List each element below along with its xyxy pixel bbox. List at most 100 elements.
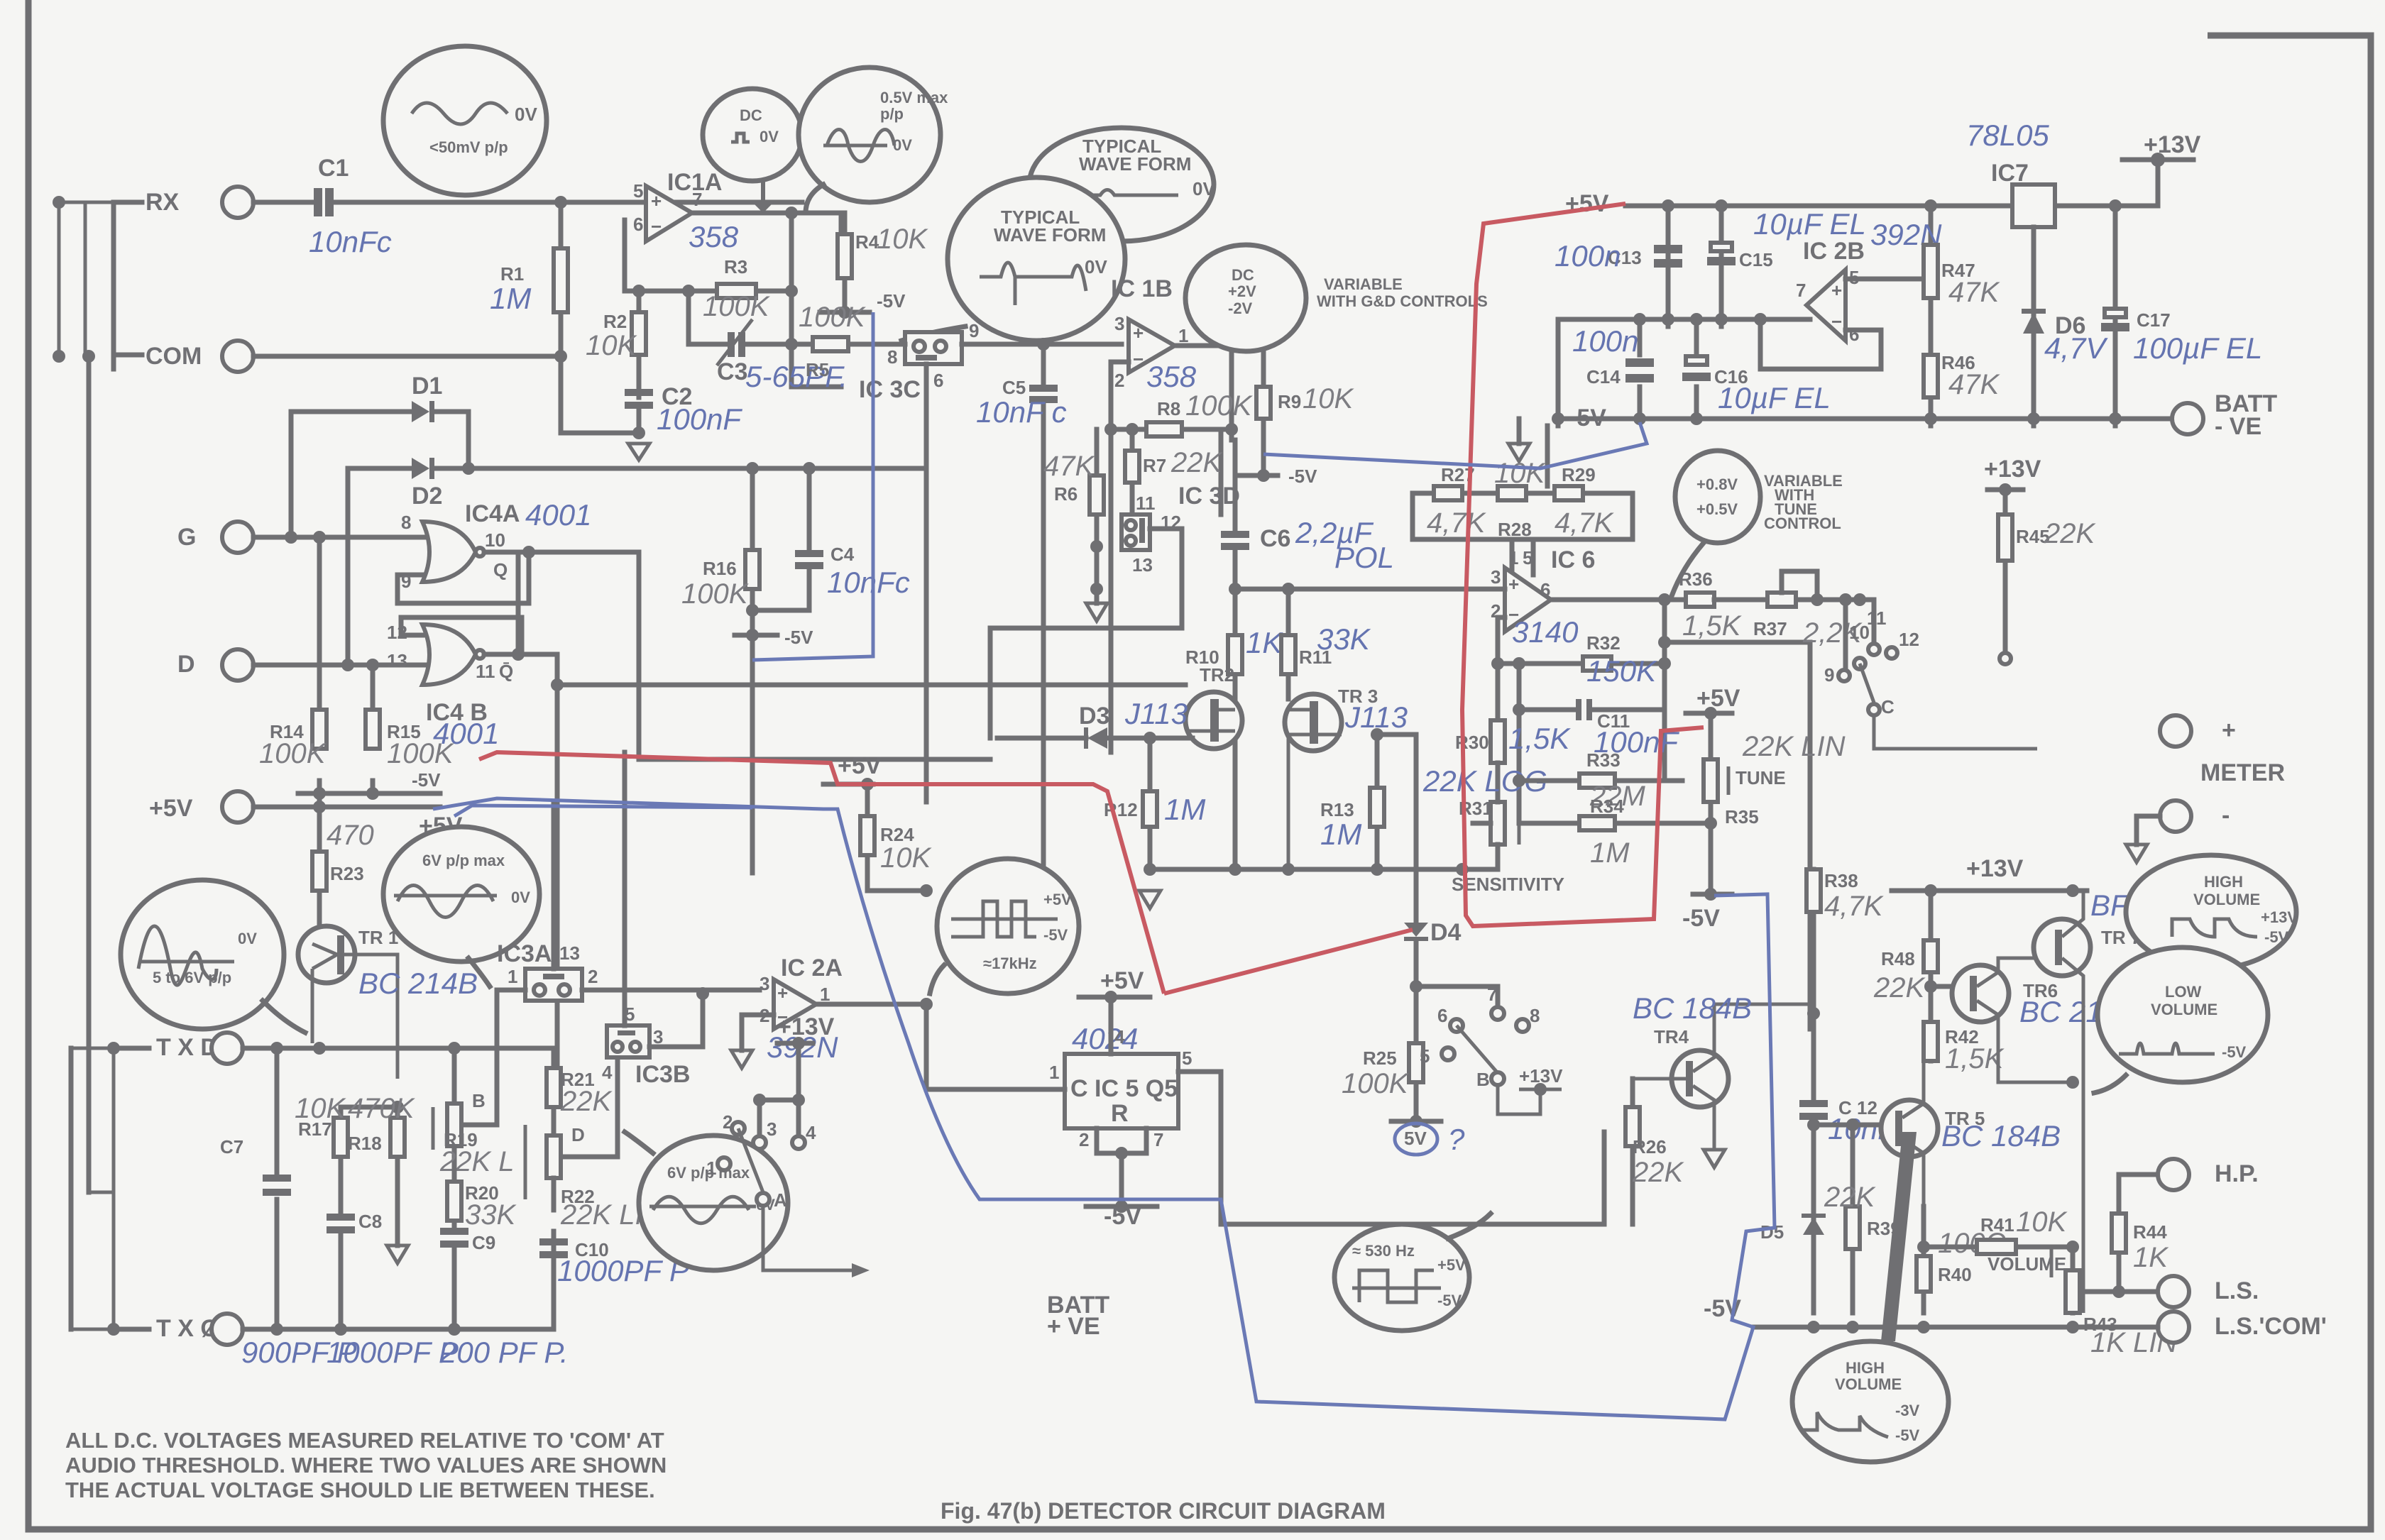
diode-d3-body [1084, 727, 1088, 749]
transistor-tr7-wire [2061, 891, 2085, 1313]
bubble-dc-2-label: VARIABLE [1324, 275, 1403, 293]
rx-coil-assembly [53, 196, 145, 1195]
terminal-batt-pos[interactable]: BATT + VE [1047, 1292, 1109, 1340]
bubble-17khz-wire [951, 899, 1058, 939]
switch-a-wire [736, 1128, 852, 1272]
waveform-bubble-rx-wire [410, 101, 509, 126]
terminal-meter-minus[interactable]: - [2122, 798, 2230, 866]
resistor-r17-wire [338, 1104, 400, 1209]
circuit-diagram-node [1633, 412, 1646, 425]
terminal-rx[interactable]: RX [146, 185, 256, 220]
terminal-d[interactable]: D [177, 647, 256, 683]
resistor-r1-body [552, 246, 570, 314]
bubble-tr1-label: 5 to 6V p/p [153, 969, 231, 986]
opamp-ic1a-label: 358 [689, 220, 739, 253]
resistor-r25-body [1407, 1041, 1425, 1084]
capacitor-c8-label: C8 [358, 1211, 382, 1232]
resistor-r12-body [1141, 789, 1159, 829]
resistor-r11-label: 33K [1317, 622, 1371, 656]
capacitor-c11-body [1586, 699, 1592, 720]
resistor-r23: R23 470 [310, 804, 374, 940]
switch-c-label: 11 [1867, 607, 1887, 629]
opamp-ic2a-node [920, 998, 933, 1011]
potentiometer-r43-volume-label: VOLUME [1988, 1253, 2066, 1275]
capacitor-c7-label: C7 [220, 1136, 243, 1157]
switch-a[interactable]: +13V 3 4 2 1 A [706, 1013, 870, 1277]
terminal-tx0[interactable]: T X Ø [156, 1311, 245, 1347]
capacitor-c4-body [795, 550, 823, 557]
terminal-g[interactable]: G [177, 519, 256, 555]
circuit-diagram-node [313, 531, 326, 544]
resistor-r36-label: R36 [1679, 568, 1713, 590]
capacitor-c2-node [632, 427, 645, 439]
capacitor-c8-body [327, 1214, 355, 1221]
bubble-tr1-wire [136, 924, 234, 987]
opamp-ic1b-label: 2 [1114, 370, 1124, 391]
resistor-r24: R24 10K [858, 781, 933, 897]
terminal-batt-neg[interactable]: BATT - VE [2170, 390, 2277, 440]
transistor-tr4-label: BC 184B [1633, 991, 1752, 1025]
resistor-r23-label: 470 [327, 820, 374, 851]
terminal-tx0-label: T X Ø [156, 1315, 219, 1342]
bubble-05v-label: 0V [893, 136, 912, 154]
bubble-dc-2: DC +2V -2V VARIABLE WITH G&D CONTROLS [1183, 242, 1488, 354]
terminal-batt-neg-label: BATT [2215, 390, 2277, 417]
resistor-r4-label: R4 [855, 231, 879, 253]
resistor-r16-body [743, 548, 762, 591]
resistor-r4-body [835, 232, 854, 280]
capacitor-c1: C1 10nFc [309, 155, 392, 258]
counter-ic5-node [1104, 991, 1117, 1003]
opamp-ic6-label: − [1508, 604, 1519, 625]
capacitor-c15-body [1707, 257, 1736, 265]
switch-a-node [753, 1094, 766, 1106]
capacitor-c6-label: 2,2µF [1295, 516, 1374, 549]
nor-gate-ic4b-wire [419, 622, 478, 688]
potentiometer-r35-tune[interactable]: +5V TUNE R35 22K LIN -5V [1682, 685, 1846, 932]
capacitor-c2-label: 100nF [657, 402, 742, 436]
bubble-6v-2-wire [636, 1133, 791, 1273]
resistor-r40-body [1914, 1254, 1933, 1294]
resistor-r39-label: 22K [1824, 1182, 1876, 1213]
analog-switch-ic3c-label: 6 [933, 370, 943, 391]
bubble-6v-2: 6V p/p max 0V [621, 1128, 791, 1273]
transistor-tr5: TR 5 BC 184B [1878, 1057, 2061, 1206]
resistor-r7-body [1123, 449, 1141, 485]
analog-switch-ic3a-label: 13 [559, 942, 580, 964]
opamp-ic2b-label: − [1831, 311, 1842, 332]
switch-b[interactable]: 6 5 7 8 B +13V [1420, 984, 1563, 1116]
terminal-meter-plus[interactable]: + [2158, 713, 2236, 749]
terminal-com[interactable]: COM [146, 339, 256, 374]
resistor-r48-node [1924, 884, 1937, 897]
opamp-ic1a-label: + [651, 190, 662, 211]
resistor-network-r27-r29-body [1496, 484, 1528, 502]
opamp-ic6-label: IC 6 [1551, 546, 1595, 573]
bubble-low-volume-label: VOLUME [2151, 1001, 2217, 1018]
counter-ic5-node [1115, 1147, 1128, 1160]
terminal-ls-com[interactable]: L.S.'COM' [2156, 1309, 2327, 1345]
transistor-tr6-node [1949, 962, 2012, 1025]
potentiometer-r35-tune-label: 22K LIN [1742, 731, 1846, 762]
resistor-r13: R13 1M [1147, 728, 1465, 876]
power-supply-section: +5V +13V IC7 78L05 [1565, 119, 2201, 429]
bubble-high-volume-1: HIGH VOLUME +13V -5V [2123, 852, 2299, 972]
potentiometer-r43-volume[interactable]: VOLUME R43 1K LIN [1988, 1241, 2177, 1358]
pen-blue-trace-1 [432, 796, 1777, 1421]
terminal-ls[interactable]: L.S. [2156, 1274, 2259, 1309]
terminal-hp[interactable]: H.P. [2156, 1157, 2259, 1192]
switch-c[interactable]: 9 10 11 12 C [1824, 597, 2037, 751]
analog-switch-ic3d-node [1124, 518, 1138, 532]
power-supply-section-label: 78L05 [1966, 119, 2049, 152]
resistor-r15-label: 100K [387, 738, 455, 769]
switch-a-node [792, 1094, 805, 1106]
potentiometer-r35-tune-label: TUNE [1736, 767, 1786, 788]
resistor-r42: R42 1,5K [1921, 1020, 2005, 1074]
resistor-r46-body [1921, 353, 1940, 400]
zener-d6-wire [2023, 312, 2044, 334]
resistor-r11: R11 33K [1279, 586, 1371, 702]
capacitor-c10-body [539, 1251, 568, 1258]
opamp-ic6-node [1658, 593, 1671, 606]
analog-switch-ic3a-node [532, 982, 547, 998]
trimmer-capacitor-c3-label: C3 [717, 358, 747, 385]
terminal-txd[interactable]: T X D [156, 1030, 245, 1066]
terminal-plus5v[interactable]: +5V [149, 789, 256, 825]
